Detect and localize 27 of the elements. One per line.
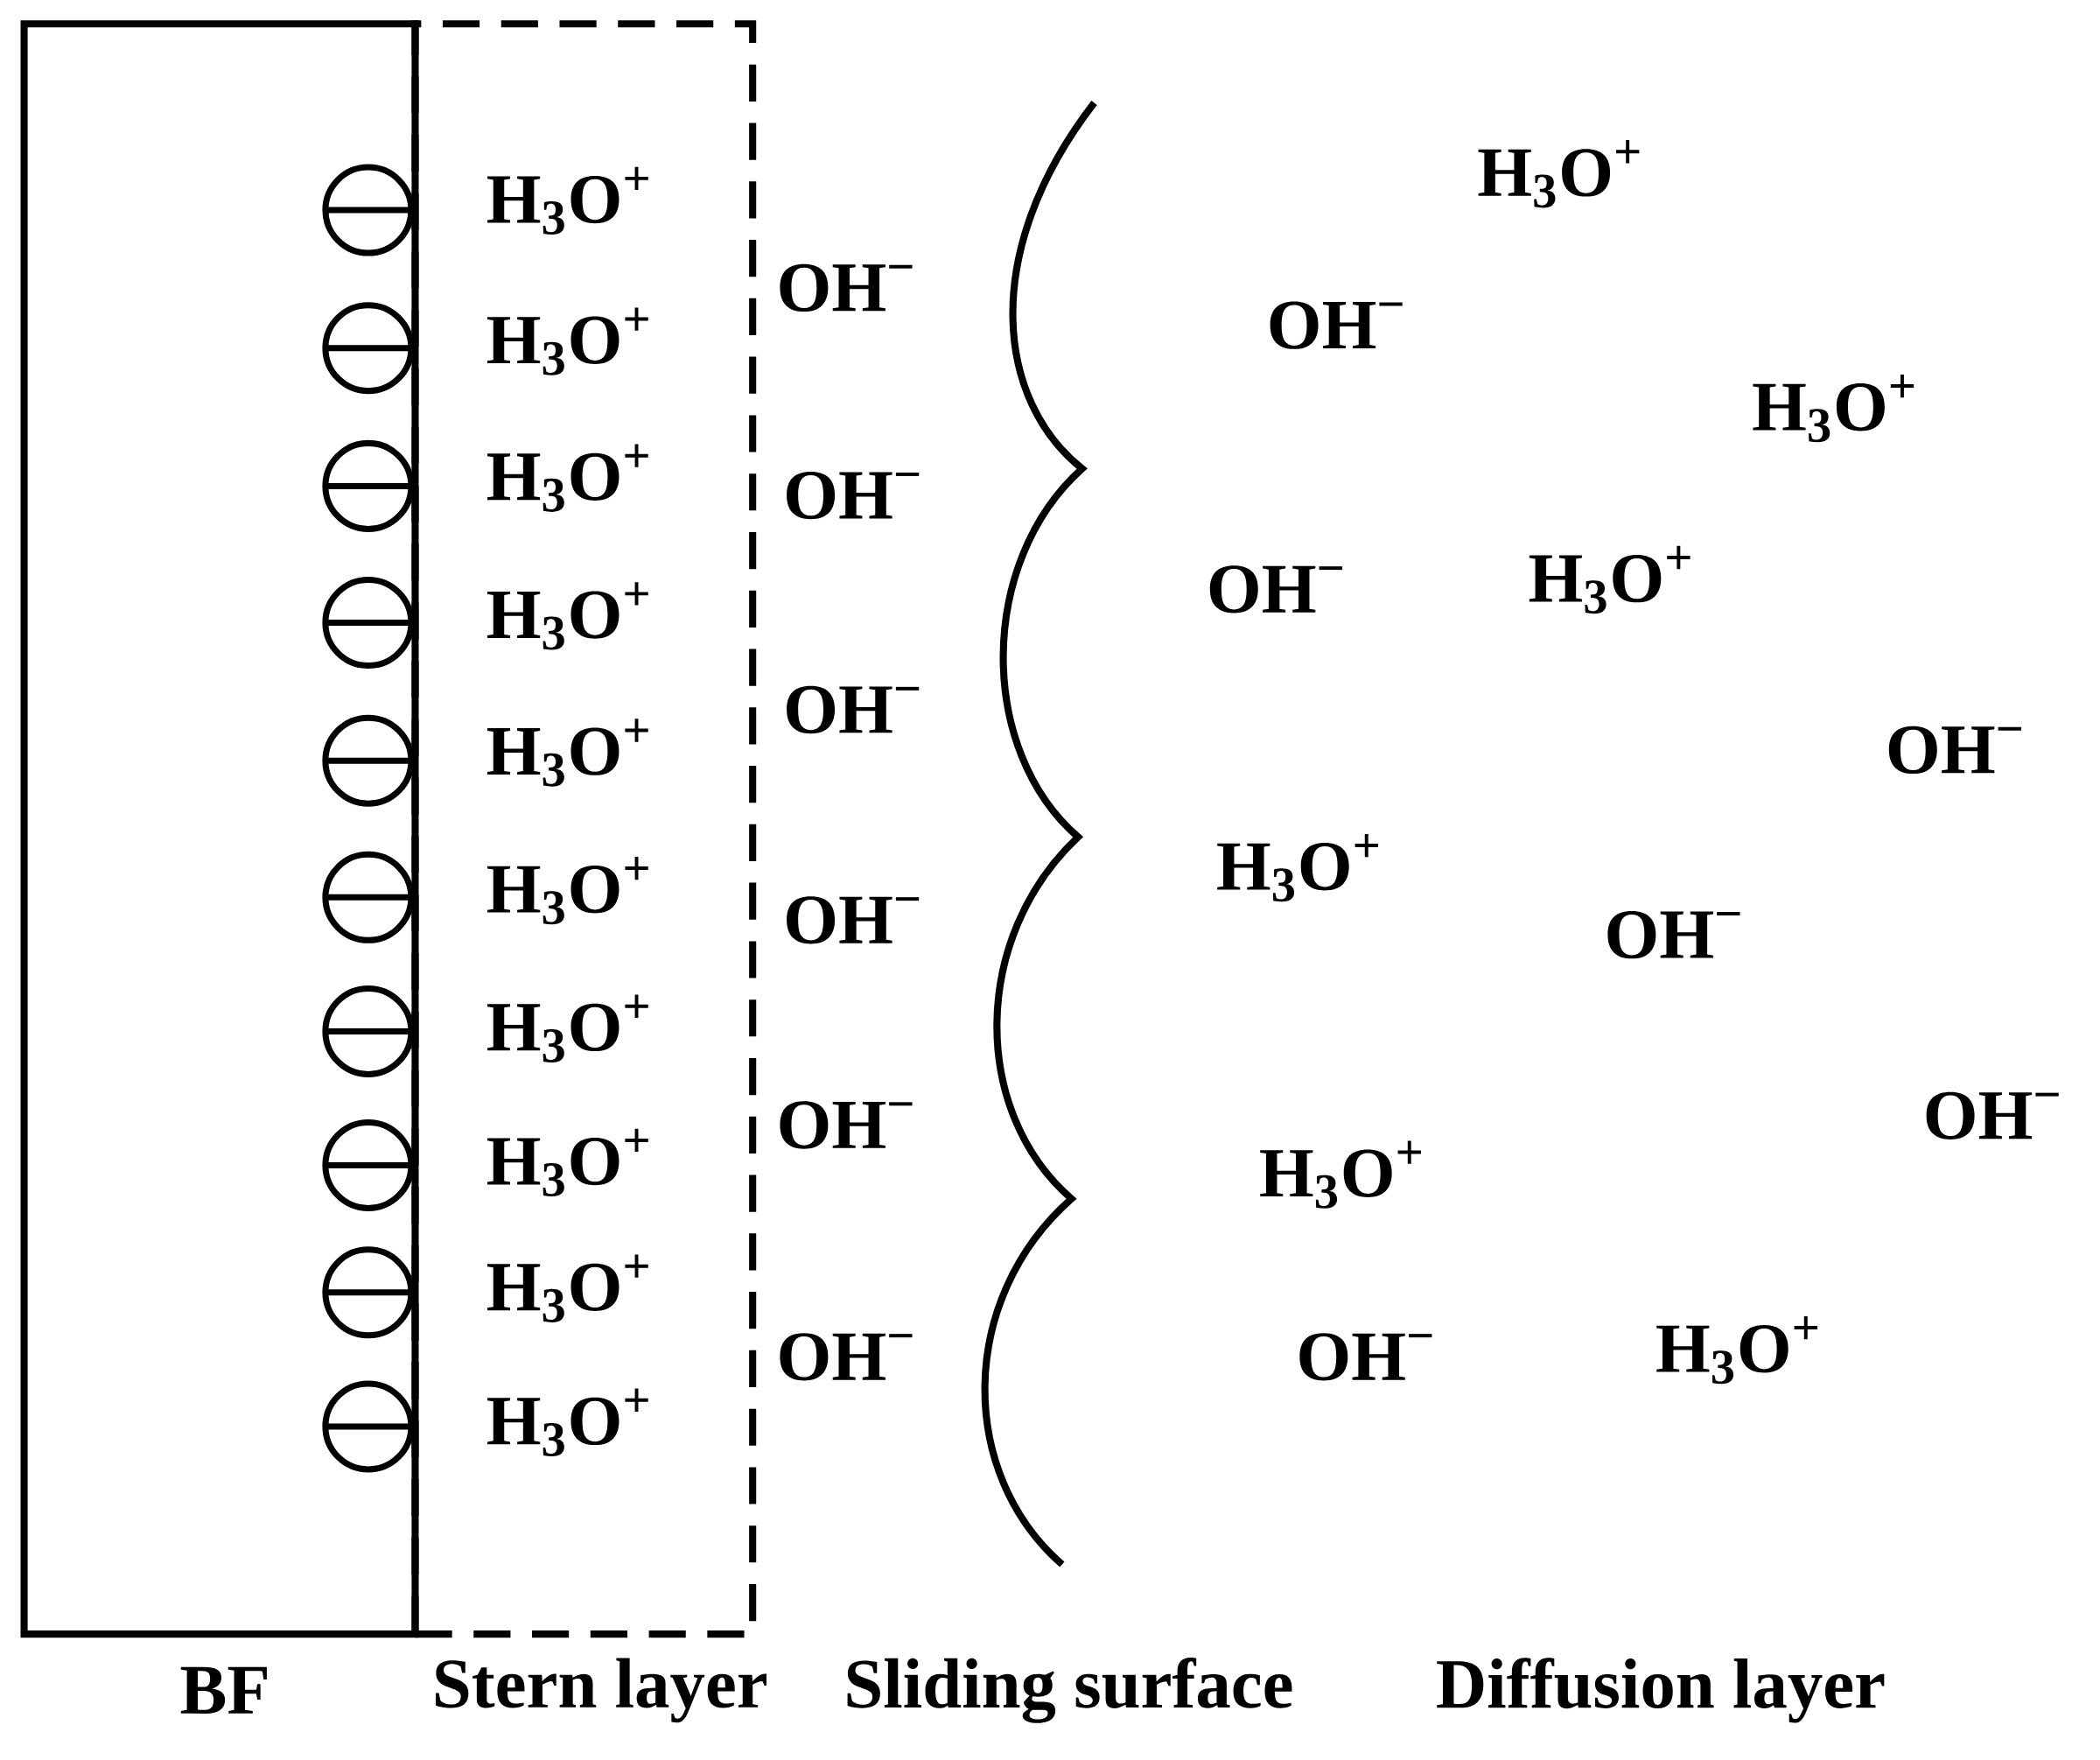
ion-label: H$_{3}$O$^{+}$	[1478, 140, 1640, 208]
ion-label: H$_{3}$O$^{+}$	[487, 856, 648, 925]
ion-label: H$_{3}$O$^{+}$	[487, 166, 648, 235]
layer-label: Diffusion layer	[1437, 1658, 1885, 1723]
ion-label: H$_{3}$O$^{+}$	[487, 719, 648, 787]
ion-label: OH$^{−}$	[1607, 911, 1740, 959]
ion-label: H$_{3}$O$^{+}$	[487, 1388, 648, 1456]
ion-label: H$_{3}$O$^{+}$	[1656, 1315, 1817, 1385]
node-label: BF	[180, 1666, 267, 1714]
ion-label: OH$^{−}$	[1299, 1333, 1432, 1381]
ion-label: H$_{3}$O$^{+}$	[487, 307, 648, 375]
layer-box: BF	[20, 20, 419, 1714]
ion-label: H$_{3}$O$^{+}$	[487, 1254, 648, 1322]
ion-label: OH$^{−}$	[1270, 301, 1403, 349]
node-label: Stern layer	[436, 1658, 766, 1723]
ion-label: OH$^{−}$	[1888, 726, 2021, 775]
ion-label: OH$^{−}$	[1209, 565, 1342, 614]
ion-label: H$_{3}$O$^{+}$	[487, 444, 648, 512]
ion-label: H$_{3}$O$^{+}$	[1260, 1140, 1421, 1209]
ion-label: H$_{3}$O$^{+}$	[487, 582, 648, 650]
ion-label: H$_{3}$O$^{+}$	[1529, 545, 1690, 614]
ion-label: OH$^{−}$	[1926, 1091, 2059, 1139]
ion-label: H$_{3}$O$^{+}$	[1753, 374, 1914, 443]
ion-label: H$_{3}$O$^{+}$	[487, 994, 648, 1062]
ion-label: H$_{3}$O$^{+}$	[1217, 833, 1378, 902]
ion-label: H$_{3}$O$^{+}$	[487, 1128, 648, 1197]
layer-label: Sliding surface	[847, 1658, 1292, 1723]
